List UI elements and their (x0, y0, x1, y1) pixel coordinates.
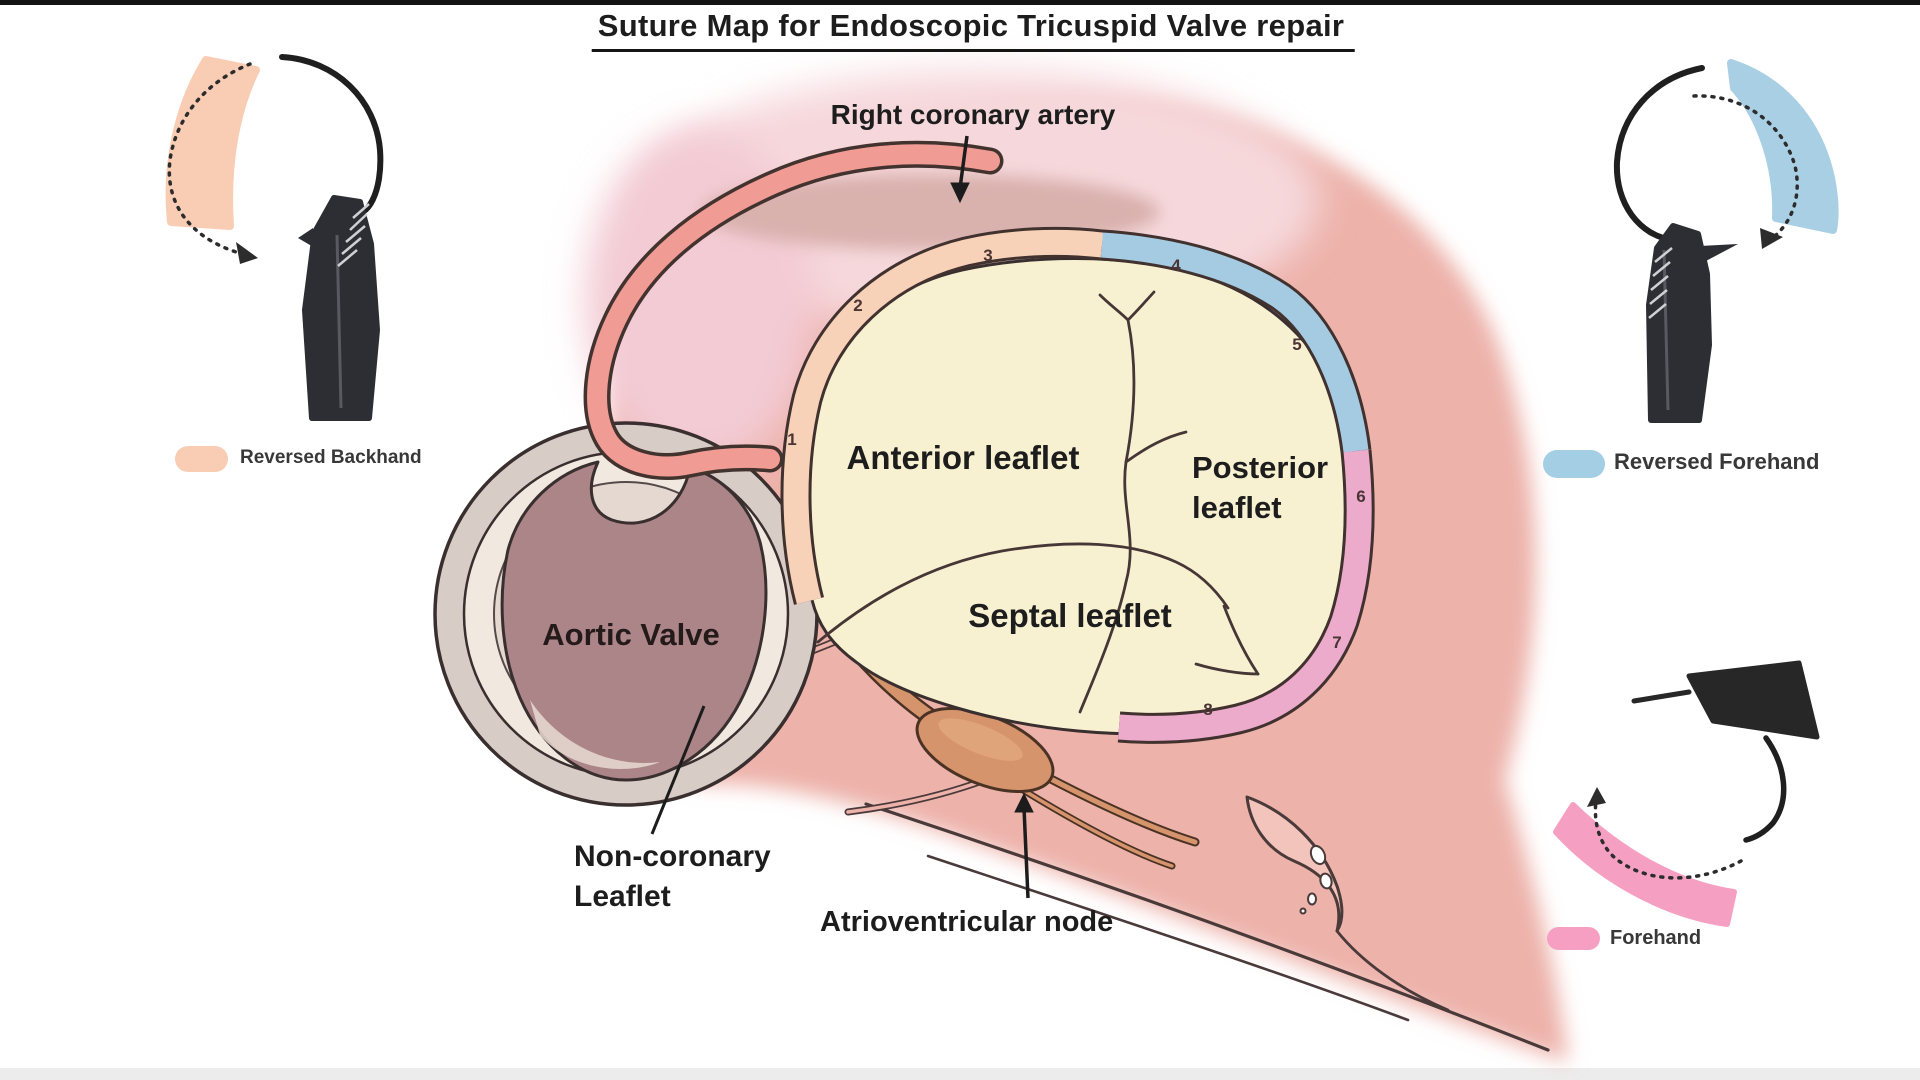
suture-1: 1 (787, 430, 797, 449)
label-right-coronary-artery: Right coronary artery (830, 99, 1116, 130)
needle-driver-tip (1686, 660, 1820, 740)
forehand-illustration (1553, 660, 1820, 927)
legend-label-forehand: Forehand (1610, 927, 1702, 949)
band-reversed-backhand (783, 229, 1104, 605)
legend-swatch-forehand (1547, 927, 1600, 950)
page-title: Suture Map for Endoscopic Tricuspid Valv… (591, 8, 1355, 52)
backhand-swing-band (165, 56, 260, 230)
noncoronary-leader (650, 705, 706, 835)
label-septal-leaflet: Septal leaflet (968, 597, 1172, 634)
rotation-arrowhead (1760, 228, 1783, 249)
rotation-arc-dotted (1692, 94, 1799, 242)
needle-driver (1646, 223, 1712, 423)
annotation-arrows (650, 135, 1034, 899)
legend-label-reversed-backhand: Reversed Backhand (240, 447, 422, 468)
leaflet-commissures (816, 290, 1260, 714)
suture-3: 3 (983, 246, 993, 265)
rca-arrow (958, 135, 969, 189)
rotation-arc-dotted (1593, 793, 1743, 880)
rotation-arrowhead (1587, 787, 1606, 807)
legend-label-reversed-forehand: Reversed Forehand (1614, 449, 1820, 474)
rotation-arrowhead (236, 242, 258, 264)
reversed-forehand-illustration (1613, 59, 1839, 423)
bottom-border-strip (0, 1068, 1920, 1080)
right-coronary-artery (583, 140, 1004, 480)
label-anterior-leaflet: Anterior leaflet (846, 439, 1080, 476)
reversed-forehand-swing-band (1727, 59, 1839, 234)
suture-6: 6 (1356, 487, 1366, 506)
needle-driver (302, 195, 380, 421)
legend-swatch-reversed-forehand (1543, 450, 1605, 478)
avnode-arrow (1022, 807, 1030, 899)
suture-5: 5 (1292, 335, 1302, 354)
coronary-sinus (1245, 795, 1450, 1012)
forehand-swing-band (1553, 802, 1737, 927)
suture-needle (1613, 65, 1705, 243)
legend-swatch-reversed-backhand (175, 446, 228, 472)
label-posterior-leaflet: Posterior leaflet (1192, 450, 1329, 525)
aortic-valve (433, 421, 819, 807)
reversed-backhand-illustration (165, 54, 384, 421)
suture-8: 8 (1203, 700, 1213, 719)
annulus-band (780, 226, 1375, 744)
suture-needle (1743, 735, 1787, 843)
band-forehand (1118, 449, 1372, 741)
label-atrioventricular-node: Atrioventricular node (820, 906, 1114, 938)
suture-7: 7 (1332, 633, 1342, 652)
top-border-strip (0, 0, 1920, 5)
suture-2: 2 (853, 296, 863, 315)
suture-4: 4 (1171, 256, 1181, 275)
label-non-coronary-leaflet: Non-coronary Leaflet (574, 840, 771, 913)
suture-needle (279, 54, 384, 217)
label-aortic-valve: Aortic Valve (542, 617, 720, 652)
band-reversed-forehand (1101, 232, 1369, 453)
